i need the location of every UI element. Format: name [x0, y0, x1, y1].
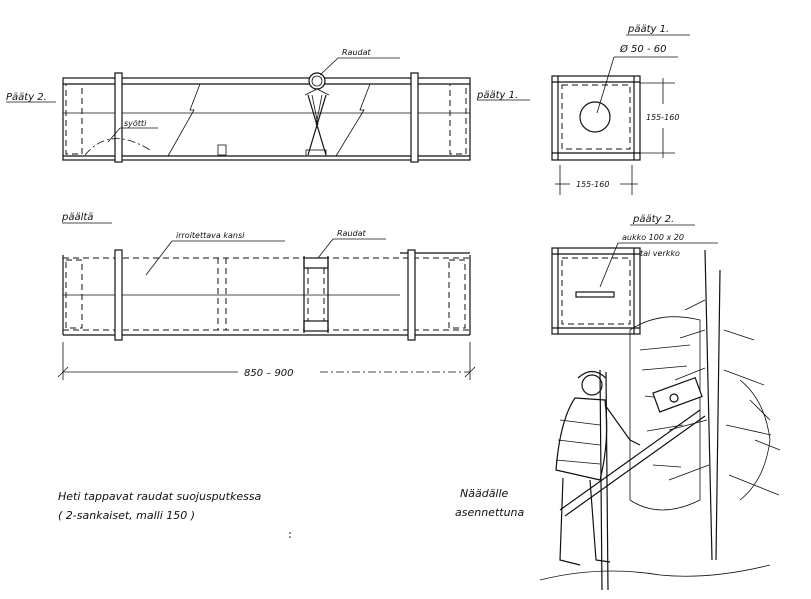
entry-hole	[579, 101, 611, 133]
opening-slot	[575, 291, 615, 298]
trap-icon	[303, 256, 329, 333]
note-line-1: Heti tappavat raudat suojusputkessa	[58, 490, 262, 503]
support-post	[407, 249, 416, 341]
support-post	[114, 72, 123, 163]
notes: Heti tappavat raudat suojusputkessa ( 2-…	[58, 490, 291, 538]
end-view-1-title: pääty 1.	[627, 24, 669, 35]
hole-diameter-label: Ø 50 - 60	[619, 43, 666, 55]
support-post	[114, 249, 123, 341]
lid-label: irroitettava kansi	[176, 231, 245, 240]
note-line-2: ( 2-sankaiset, malli 150 )	[58, 509, 195, 522]
length-dimension: 850 – 900	[244, 368, 294, 379]
trap-box	[652, 376, 703, 413]
end-view-2-title: pääty 2.	[632, 214, 674, 225]
side-view-box	[62, 77, 471, 161]
end-2-label: Pääty 2.	[6, 92, 47, 103]
opening-alt-label: tai verkko	[640, 249, 680, 258]
field-illustration: Näädälle asennettuna	[455, 249, 781, 591]
end-1-label: pääty 1.	[476, 90, 518, 101]
top-view: päältä irroitettava kansi Raudat	[57, 212, 476, 380]
width-dimension: 155-160	[576, 180, 609, 189]
bait-arc	[84, 138, 151, 156]
support-post	[410, 72, 419, 163]
height-dimension: 155-160	[646, 113, 679, 122]
break-line	[167, 83, 201, 157]
bait-block	[217, 144, 227, 156]
end-insert-left	[65, 83, 83, 155]
end-view-2: pääty 2. aukko 100 x 20 tai verkko	[551, 214, 718, 335]
trap-icon	[304, 72, 330, 157]
opening-label: aukko 100 x 20	[622, 233, 684, 242]
end-view-1: pääty 1. Ø 50 - 60 155-160 155-160	[551, 24, 690, 195]
top-view-title: päältä	[61, 212, 93, 223]
hunter-figure	[555, 369, 641, 591]
side-view: Raudat Pääty 2. pääty 1. syötti	[6, 48, 530, 163]
bait-label: syötti	[124, 119, 147, 128]
illustration-caption-line1: Näädälle	[460, 487, 509, 500]
trap-label: Raudat	[342, 48, 372, 57]
trap-label: Raudat	[337, 229, 367, 238]
end-insert-right	[449, 83, 467, 155]
break-line	[335, 83, 371, 157]
illustration-caption-line2: asennettuna	[455, 506, 525, 519]
